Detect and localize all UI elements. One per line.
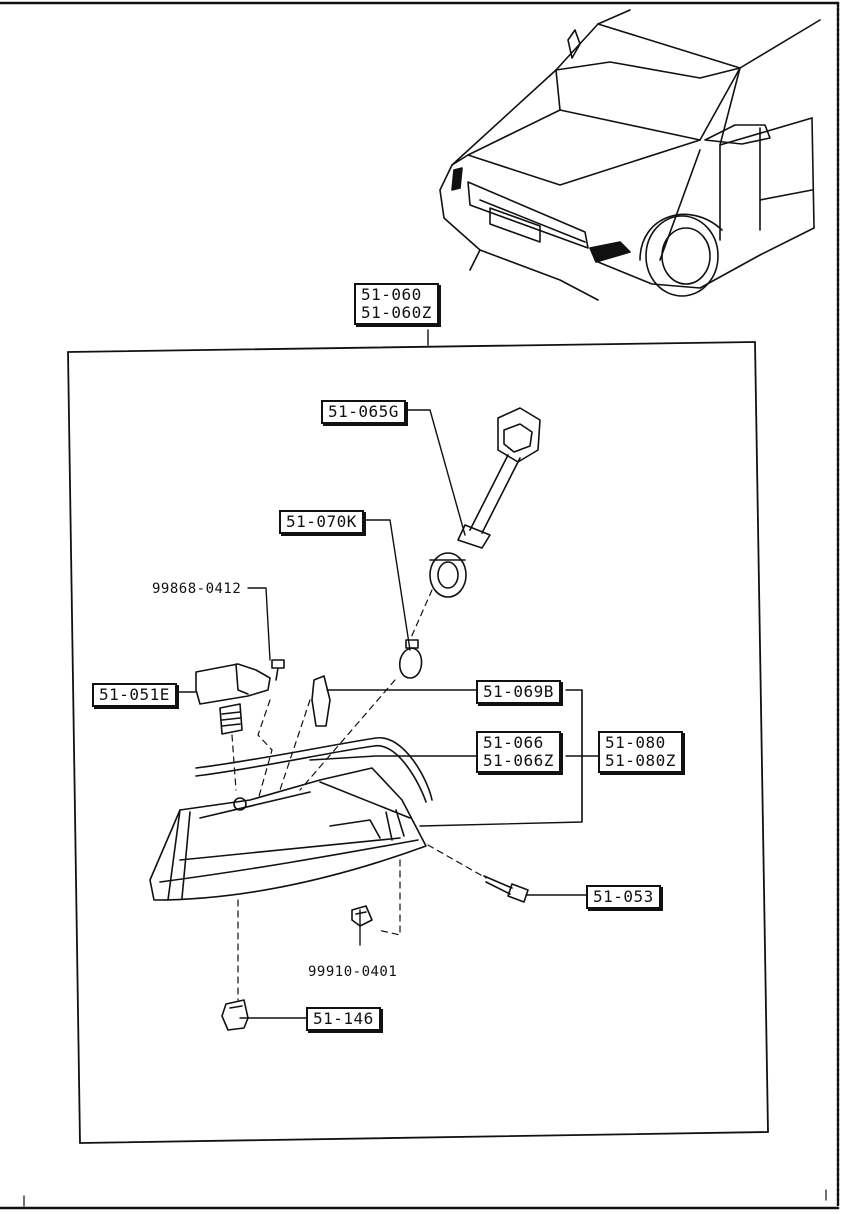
label-gasket: 51-066 51-066Z — [476, 731, 561, 773]
label-nut: 99910-0401 — [308, 964, 398, 980]
label-side-bracket: 51-051E — [92, 683, 177, 707]
label-clip: 51-146 — [306, 1007, 381, 1031]
leader-lines — [177, 329, 601, 1019]
part-number: 51-080Z — [605, 751, 676, 770]
label-bolt: 51-053 — [586, 885, 661, 909]
assembly-outline-box — [67, 341, 769, 1144]
part-number: 51-080 — [605, 733, 666, 752]
part-number: 51-060Z — [361, 303, 432, 322]
nut-drawing — [351, 905, 373, 927]
gasket-strip-drawing — [195, 737, 433, 803]
bulb-drawing — [398, 639, 423, 679]
page-frame — [0, 1, 840, 1210]
label-lens-housing: 51-080 51-080Z — [598, 731, 683, 773]
label-screw: 99868-0412 — [152, 581, 242, 597]
label-wedge-bulb: 51-069B — [476, 680, 561, 704]
label-main-assembly: 51-060 51-060Z — [354, 283, 439, 325]
bolt-drawing — [483, 875, 529, 903]
clip-drawing — [221, 999, 249, 1031]
part-number: 51-066Z — [483, 751, 554, 770]
side-bracket-drawing — [195, 663, 271, 735]
label-bulb-socket: 51-065G — [321, 400, 406, 424]
lens-housing-drawing — [149, 767, 427, 901]
screw-drawing — [271, 659, 285, 681]
assembly-dashed-lines — [231, 589, 487, 1001]
label-bulb: 51-070K — [279, 510, 364, 534]
wedge-bulb-drawing — [311, 675, 331, 727]
bulb-socket-harness — [429, 407, 541, 598]
part-number: 51-060 — [361, 285, 422, 304]
car-illustration — [439, 9, 821, 301]
part-number: 51-066 — [483, 733, 544, 752]
